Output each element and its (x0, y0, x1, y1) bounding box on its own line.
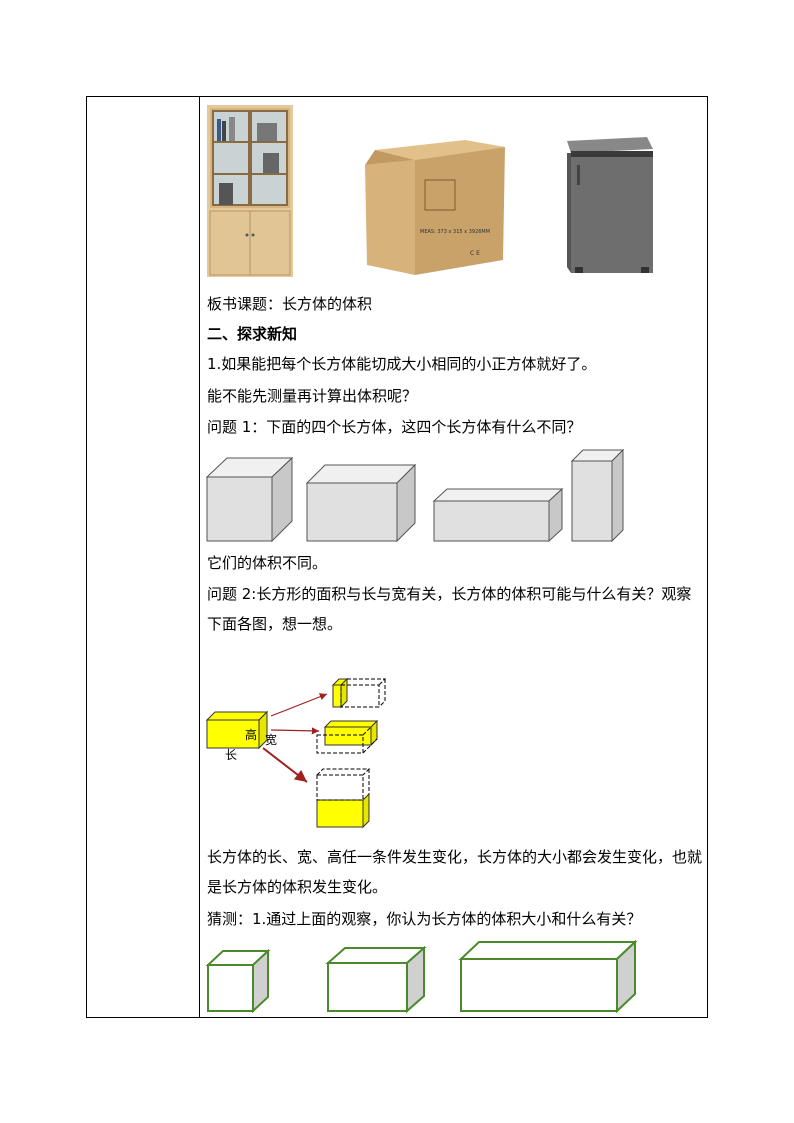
lesson-table: MEAS: 373 x 315 x 3926MM C E 板书课题：长方体的体积… (86, 96, 708, 1018)
width-extended-cuboid (316, 719, 379, 754)
guess-question: 猜测：1.通过上面的观察，你认为长方体的体积大小和什么有关？ (207, 910, 642, 928)
column-divider (199, 97, 200, 1017)
svg-text:C E: C E (470, 250, 480, 257)
section-heading: 二、探求新知 (207, 325, 298, 343)
green-cuboid-2 (325, 945, 427, 1014)
bookcase-photo (207, 105, 293, 277)
arrow-length-change (270, 693, 328, 717)
green-cuboids-diagram (205, 939, 638, 1014)
content-cell: MEAS: 373 x 315 x 3926MM C E 板书课题：长方体的体积… (205, 97, 703, 1017)
washing-machine-photo (567, 137, 653, 273)
cuboid-2 (305, 463, 417, 543)
green-cuboid-3 (458, 939, 638, 1014)
dimension-change-diagram: 高 宽 长 (205, 677, 387, 829)
height-extended-cuboid (316, 768, 371, 829)
label-length: 长 (225, 748, 237, 762)
arrow-height-change (262, 747, 308, 783)
paragraph-cut-cubes: 1.如果能把每个长方体能切成大小相同的小正方体就好了。 (207, 355, 597, 373)
four-cuboids-diagram (205, 448, 625, 543)
answer-1: 它们的体积不同。 (207, 554, 328, 572)
cuboid-4 (570, 448, 625, 543)
lesson-title: 板书课题：长方体的体积 (207, 295, 373, 313)
cuboid-1 (205, 456, 294, 543)
green-cube-1 (205, 948, 271, 1014)
label-height: 高 (245, 727, 257, 742)
arrow-width-change (270, 727, 320, 735)
cuboid-3 (432, 487, 564, 543)
box-print-text: MEAS: 373 x 315 x 3926MM (420, 229, 490, 235)
paragraph-measure: 能不能先测量再计算出体积呢？ (207, 387, 418, 405)
question-1: 问题 1：下面的四个长方体，这四个长方体有什么不同？ (207, 418, 582, 436)
base-yellow-cuboid (205, 710, 269, 750)
label-width: 宽 (265, 732, 277, 747)
conclusion-paragraph: 长方体的长、宽、高任一条件发生变化，长方体的大小都会发生变化，也就是长方体的体积… (207, 848, 703, 896)
question-2: 问题 2:长方形的面积与长与宽有关，长方体的体积可能与什么有关？观察下面各图，想… (207, 585, 692, 633)
cardboard-box-photo: MEAS: 373 x 315 x 3926MM C E (365, 140, 505, 275)
length-extended-cuboid (331, 677, 387, 709)
